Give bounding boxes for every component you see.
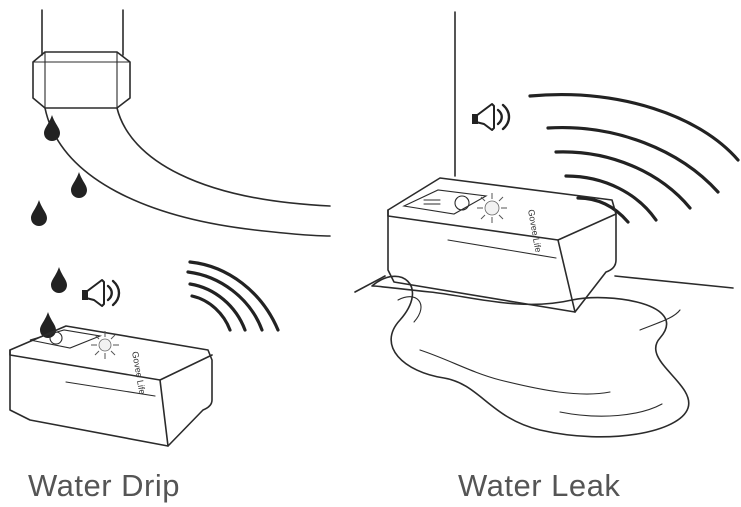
sound-wave-icon — [528, 93, 740, 224]
alert-light-icon — [477, 193, 507, 223]
water-drop-icon — [51, 267, 67, 293]
leak-sensor-device: Govee Life — [387, 177, 617, 313]
speaker-icon — [472, 103, 511, 131]
pipe-nut — [32, 51, 131, 109]
water-drip-panel: Govee Life — [9, 9, 331, 447]
water-leak-panel: Govee Life — [354, 11, 740, 438]
water-drop-icon — [71, 172, 87, 198]
water-puddle — [371, 275, 690, 438]
water-drop-icon — [31, 200, 47, 226]
leak-sensor-device: Govee Life — [9, 325, 213, 447]
alert-light-icon — [91, 331, 119, 359]
sound-wave-icon — [186, 260, 280, 332]
brand-label: Govee Life — [526, 209, 543, 254]
water-drops — [31, 115, 87, 338]
caption-water-leak: Water Leak — [458, 468, 621, 503]
brand-label: Govee Life — [130, 351, 147, 396]
water-drop-icon — [44, 115, 60, 141]
pipe — [32, 9, 331, 237]
caption-water-drip: Water Drip — [28, 468, 180, 503]
speaker-icon — [82, 279, 121, 307]
